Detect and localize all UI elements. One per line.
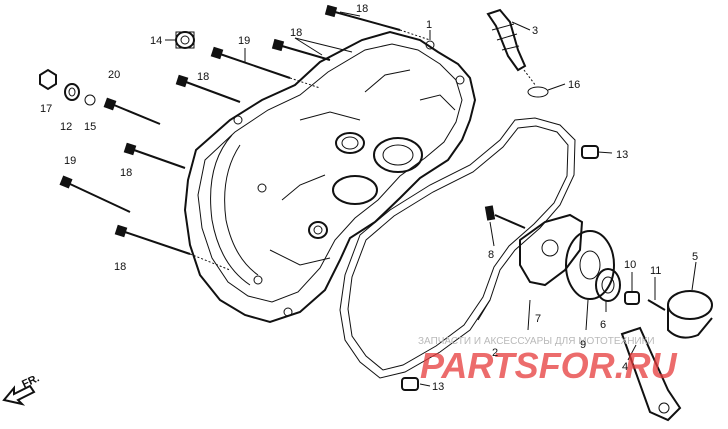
crankcase-cover — [183, 30, 477, 324]
part-label-20: 20 — [108, 69, 120, 81]
small-parts-left — [39, 31, 195, 106]
watermark-brand: PARTSFOR.RU — [420, 345, 678, 386]
part-label-17: 17 — [40, 103, 52, 115]
front-direction-indicator: FR. — [2, 372, 41, 406]
part-label-18-bottom: 18 — [114, 261, 126, 273]
part-label-18-left: 18 — [120, 167, 132, 179]
front-direction-label: FR. — [20, 372, 41, 390]
oil-filler-cap — [486, 8, 549, 98]
watermark: ЗАПЧАСТИ И АКСЕССУАРЫ ДЛЯ МОТОТЕХНИКИ PA… — [418, 336, 678, 386]
part-label-19-left: 19 — [64, 155, 76, 167]
shaft-assembly — [484, 205, 713, 422]
part-label-1: 1 — [426, 19, 432, 31]
part-label-18-top: 18 — [356, 3, 368, 15]
part-label-10: 10 — [624, 259, 636, 271]
leader-lines — [165, 11, 697, 387]
watermark-caption: ЗАПЧАСТИ И АКСЕССУАРЫ ДЛЯ МОТОТЕХНИКИ — [418, 336, 655, 347]
part-label-16: 16 — [568, 79, 580, 91]
part-label-18-upper: 18 — [290, 27, 302, 39]
part-label-18-middle: 18 — [197, 71, 209, 83]
part-label-4: 4 — [622, 361, 628, 373]
part-label-5: 5 — [692, 251, 698, 263]
bolts — [59, 4, 431, 271]
part-label-19-top: 19 — [238, 35, 250, 47]
part-label-9: 9 — [580, 339, 586, 351]
cover-gasket — [339, 117, 576, 379]
part-label-13-top: 13 — [616, 149, 628, 161]
part-label-7: 7 — [535, 313, 541, 325]
part-label-8: 8 — [488, 249, 494, 261]
part-label-13-bottom: 13 — [432, 381, 444, 393]
part-label-6: 6 — [600, 319, 606, 331]
part-labels: 1 2 3 4 5 6 7 8 9 10 11 12 13 13 14 15 1… — [40, 3, 698, 393]
part-label-14: 14 — [150, 35, 162, 47]
part-label-2: 2 — [492, 347, 498, 359]
part-label-15: 15 — [84, 121, 96, 133]
part-label-12: 12 — [60, 121, 72, 133]
part-label-11: 11 — [650, 265, 661, 277]
part-label-3: 3 — [532, 25, 538, 37]
